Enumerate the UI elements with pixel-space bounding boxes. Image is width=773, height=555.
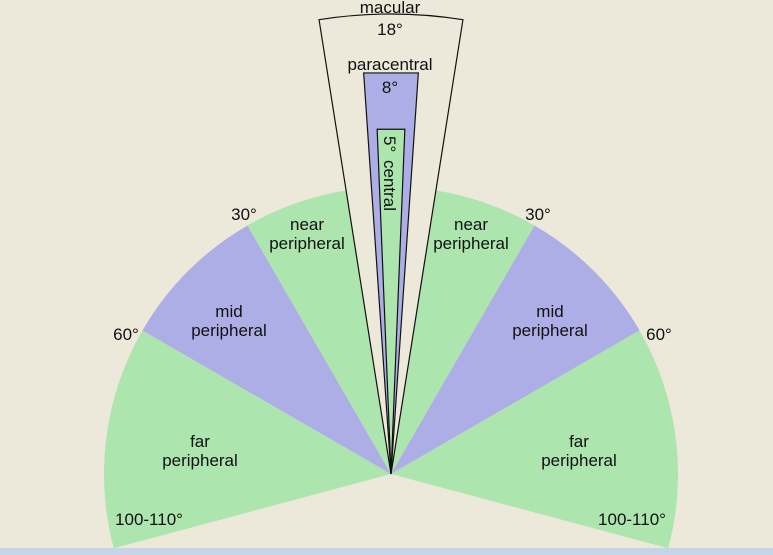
mid-peripheral-right bbox=[391, 225, 640, 474]
central-angle: 5° bbox=[380, 136, 399, 152]
mid-left-line1: mid bbox=[215, 302, 242, 321]
near-peripheral-left bbox=[247, 187, 391, 474]
boundary-60-right: 60° bbox=[646, 325, 672, 344]
paracentral-label: paracentral bbox=[347, 55, 432, 74]
boundary-60-left: 60° bbox=[113, 325, 139, 344]
mid-left-line2: peripheral bbox=[191, 321, 267, 340]
mid-right-line2: peripheral bbox=[512, 321, 588, 340]
mid-right-line1: mid bbox=[536, 302, 563, 321]
far-right-line2: peripheral bbox=[541, 451, 617, 470]
paracentral-angle: 8° bbox=[382, 78, 398, 97]
macular-angle: 18° bbox=[377, 20, 403, 39]
bottom-bar bbox=[0, 548, 773, 555]
near-peripheral-right bbox=[391, 187, 535, 474]
near-left-line1: near bbox=[290, 215, 324, 234]
near-right-line1: near bbox=[454, 215, 488, 234]
boundary-30-left: 30° bbox=[231, 205, 257, 224]
central-region bbox=[376, 128, 406, 475]
boundary-100-right: 100-110° bbox=[598, 510, 666, 529]
boundary-30-right: 30° bbox=[525, 205, 551, 224]
far-peripheral-right bbox=[391, 330, 678, 549]
near-right-line2: peripheral bbox=[433, 234, 509, 253]
macular-label: macular bbox=[360, 0, 421, 17]
far-left-line1: far bbox=[190, 432, 210, 451]
mid-peripheral-left bbox=[142, 225, 391, 474]
central-label: central bbox=[380, 160, 399, 211]
far-left-line2: peripheral bbox=[162, 451, 238, 470]
near-left-line2: peripheral bbox=[269, 234, 345, 253]
far-peripheral-left bbox=[103, 330, 391, 549]
boundary-100-left: 100-110° bbox=[115, 510, 183, 529]
far-right-line1: far bbox=[569, 432, 589, 451]
